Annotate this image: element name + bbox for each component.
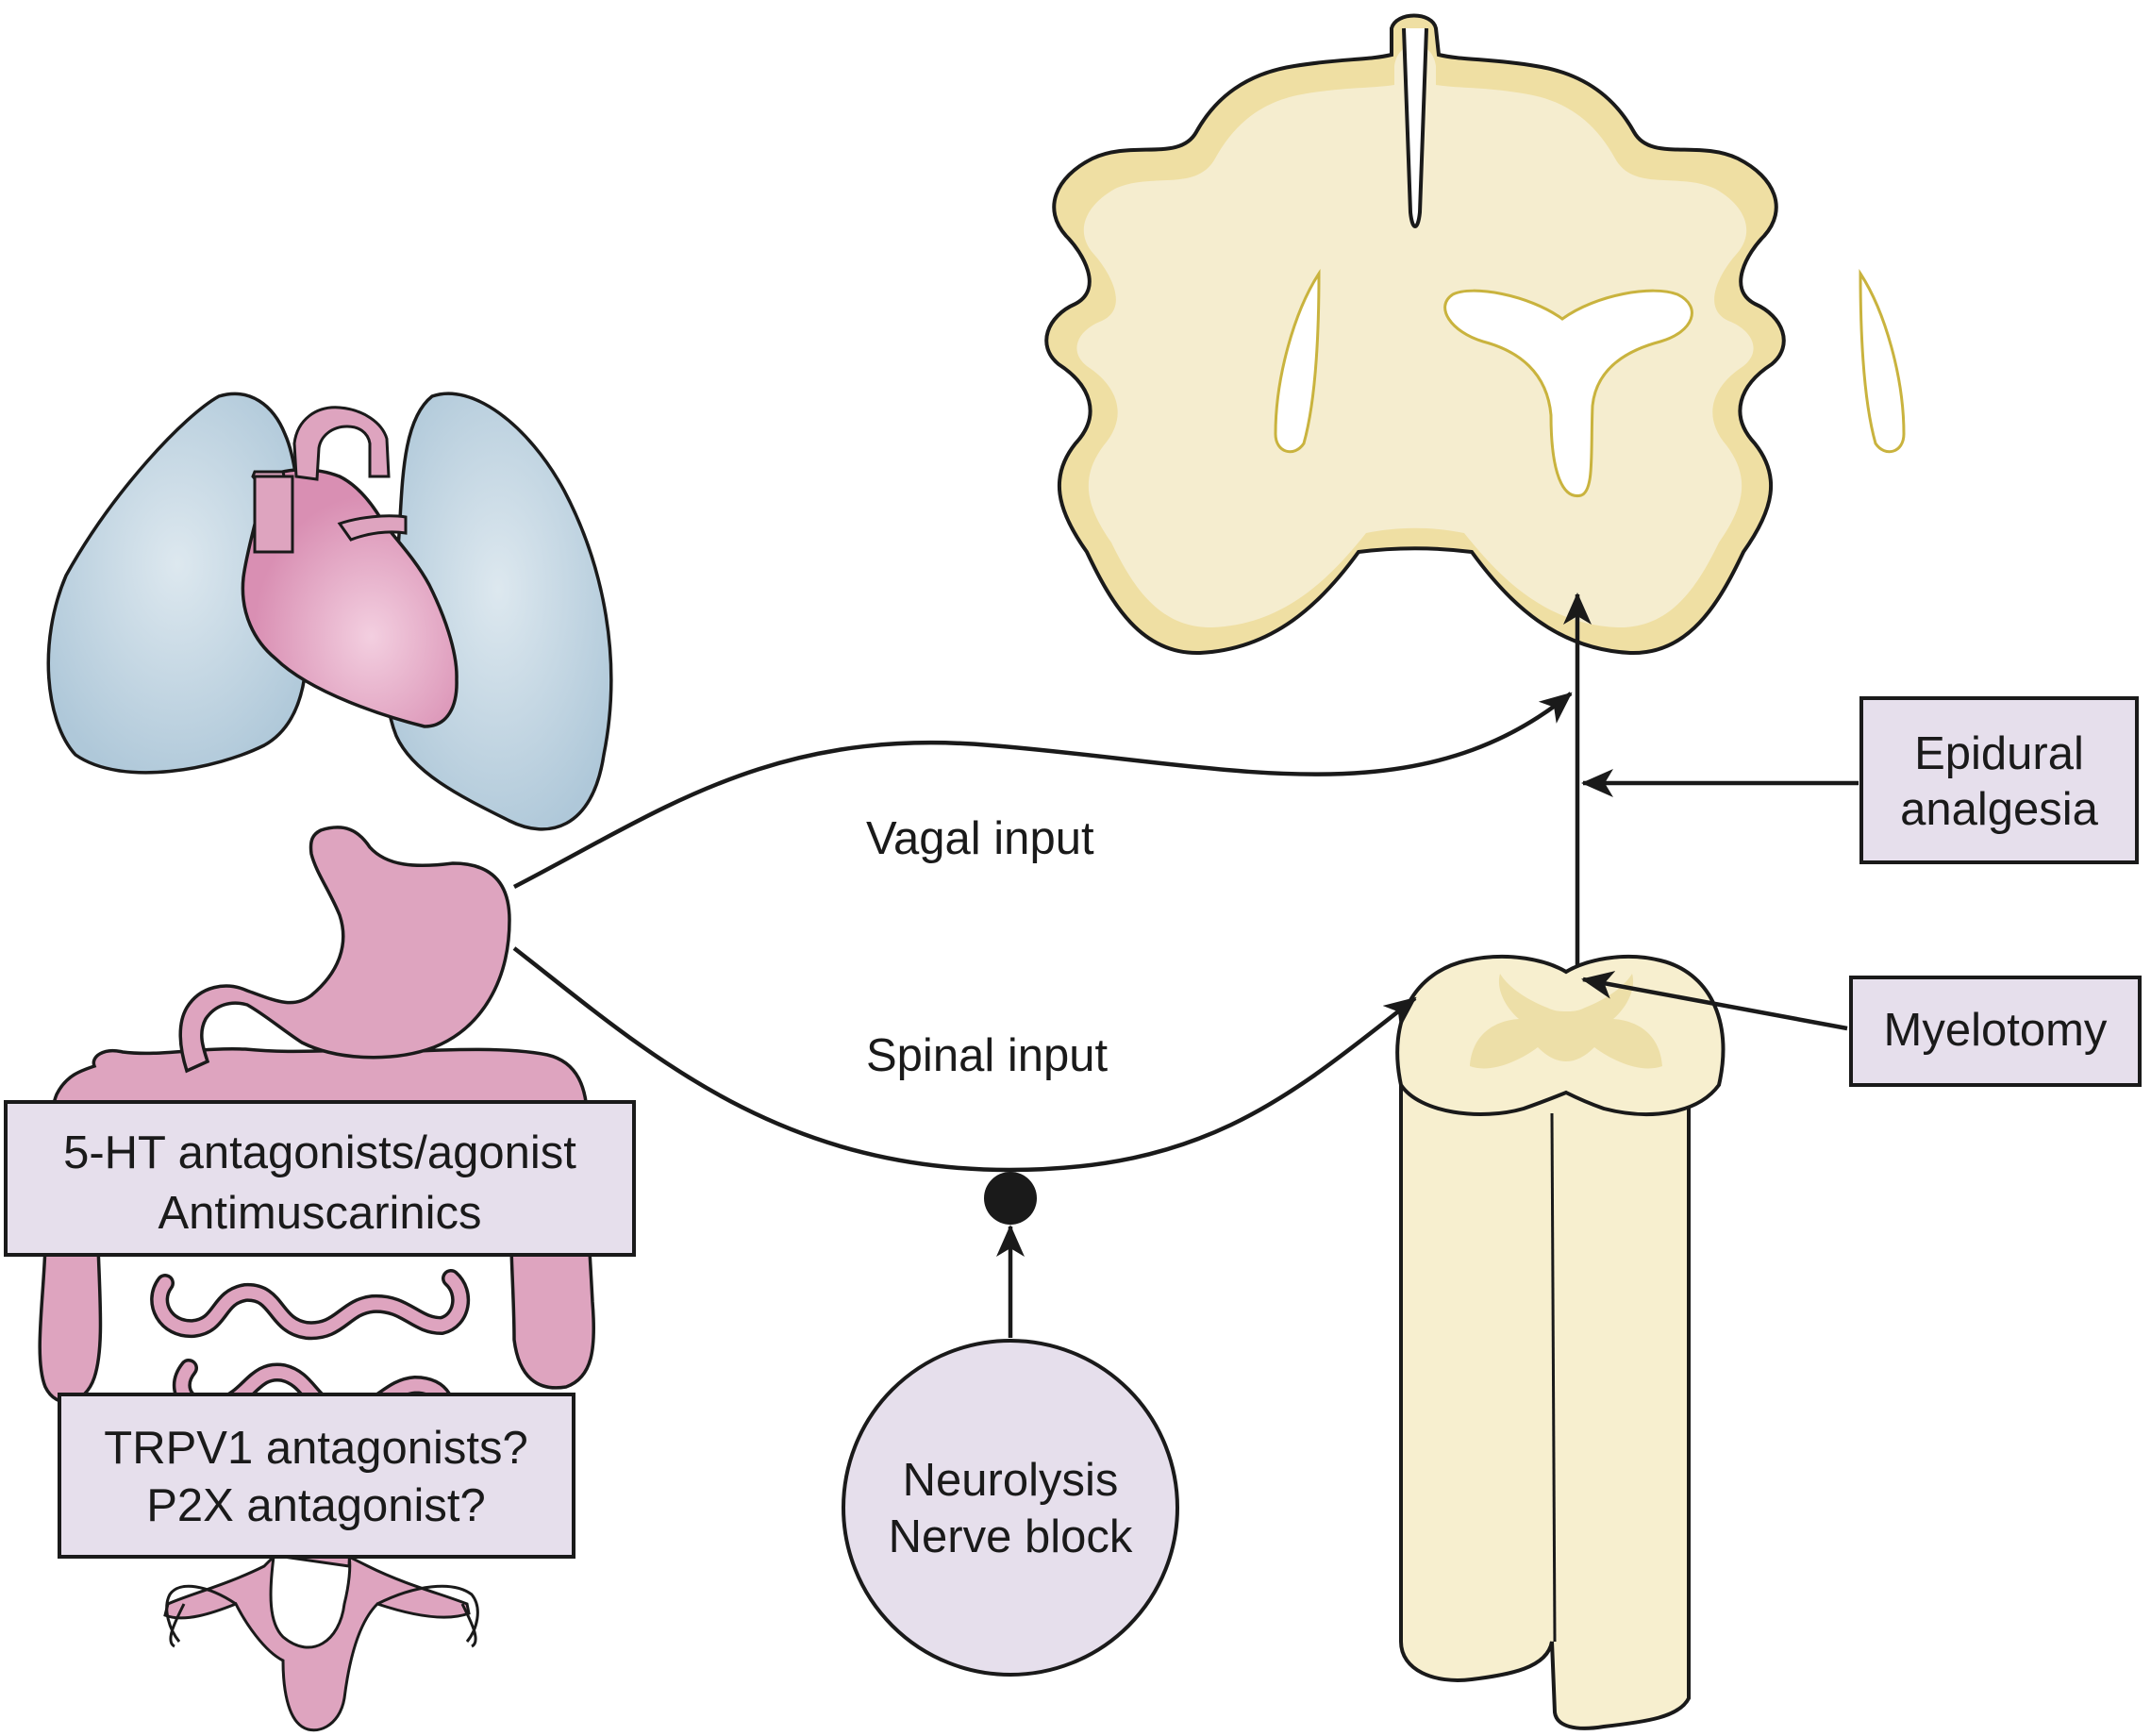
stomach [178,826,511,1074]
trpv1-line2: P2X antagonist? [146,1480,486,1531]
lateral-ventricle-left [1274,268,1321,454]
spinal-input-label: Spinal input [866,1030,1108,1081]
spinal-input-path [512,946,1417,1173]
myelotomy-arrow [1581,971,1848,1031]
neurolysis-line1: Neurolysis [903,1455,1119,1506]
longitudinal-fissure [1402,27,1428,228]
abdominal-organs [38,826,596,1732]
heart [241,468,459,728]
epidural-line1: Epidural [1914,728,2084,779]
brain-coronal-section [1044,13,1906,656]
vagal-input-label: Vagal input [866,813,1094,864]
epidural-line2: analgesia [1900,784,2099,835]
superior-vena-cava [253,475,294,554]
left-lung [46,392,308,775]
third-ventricle [1443,289,1693,497]
spinal-cord [1395,954,1726,1730]
serotonin-box: 5-HT antagonists/agonist Antimuscarinics [4,1100,636,1257]
spinal-cord-median-fissure [1550,1112,1557,1643]
pulmonary-artery-branch [337,514,408,542]
aortic-arch [292,406,391,481]
ht-line2: Antimuscarinics [158,1188,481,1239]
fallopian-tube-right [376,1584,479,1648]
neurolysis-line2: Nerve block [889,1511,1133,1562]
ht-line1: 5-HT antagonists/agonist [63,1127,576,1178]
uterus [163,1552,471,1732]
epidural-analgesia-box: Epidural analgesia [1859,696,2139,864]
vagal-input-path [512,692,1573,889]
spinal-cord-body [1399,1083,1691,1730]
trpv1-box: TRPV1 antagonists? P2X antagonist? [58,1393,575,1559]
trpv1-line1: TRPV1 antagonists? [104,1423,527,1474]
neurolysis-circle: Neurolysis Nerve block [842,1339,1179,1677]
pathways [512,593,1859,1338]
lateral-ventricle-right [1859,268,1906,454]
ganglion-block-point [984,1172,1037,1225]
myelotomy-label: Myelotomy [1884,1005,2108,1056]
thorax-organs [46,392,613,831]
fallopian-tube-left [165,1584,237,1648]
myelotomy-box: Myelotomy [1849,976,2142,1087]
